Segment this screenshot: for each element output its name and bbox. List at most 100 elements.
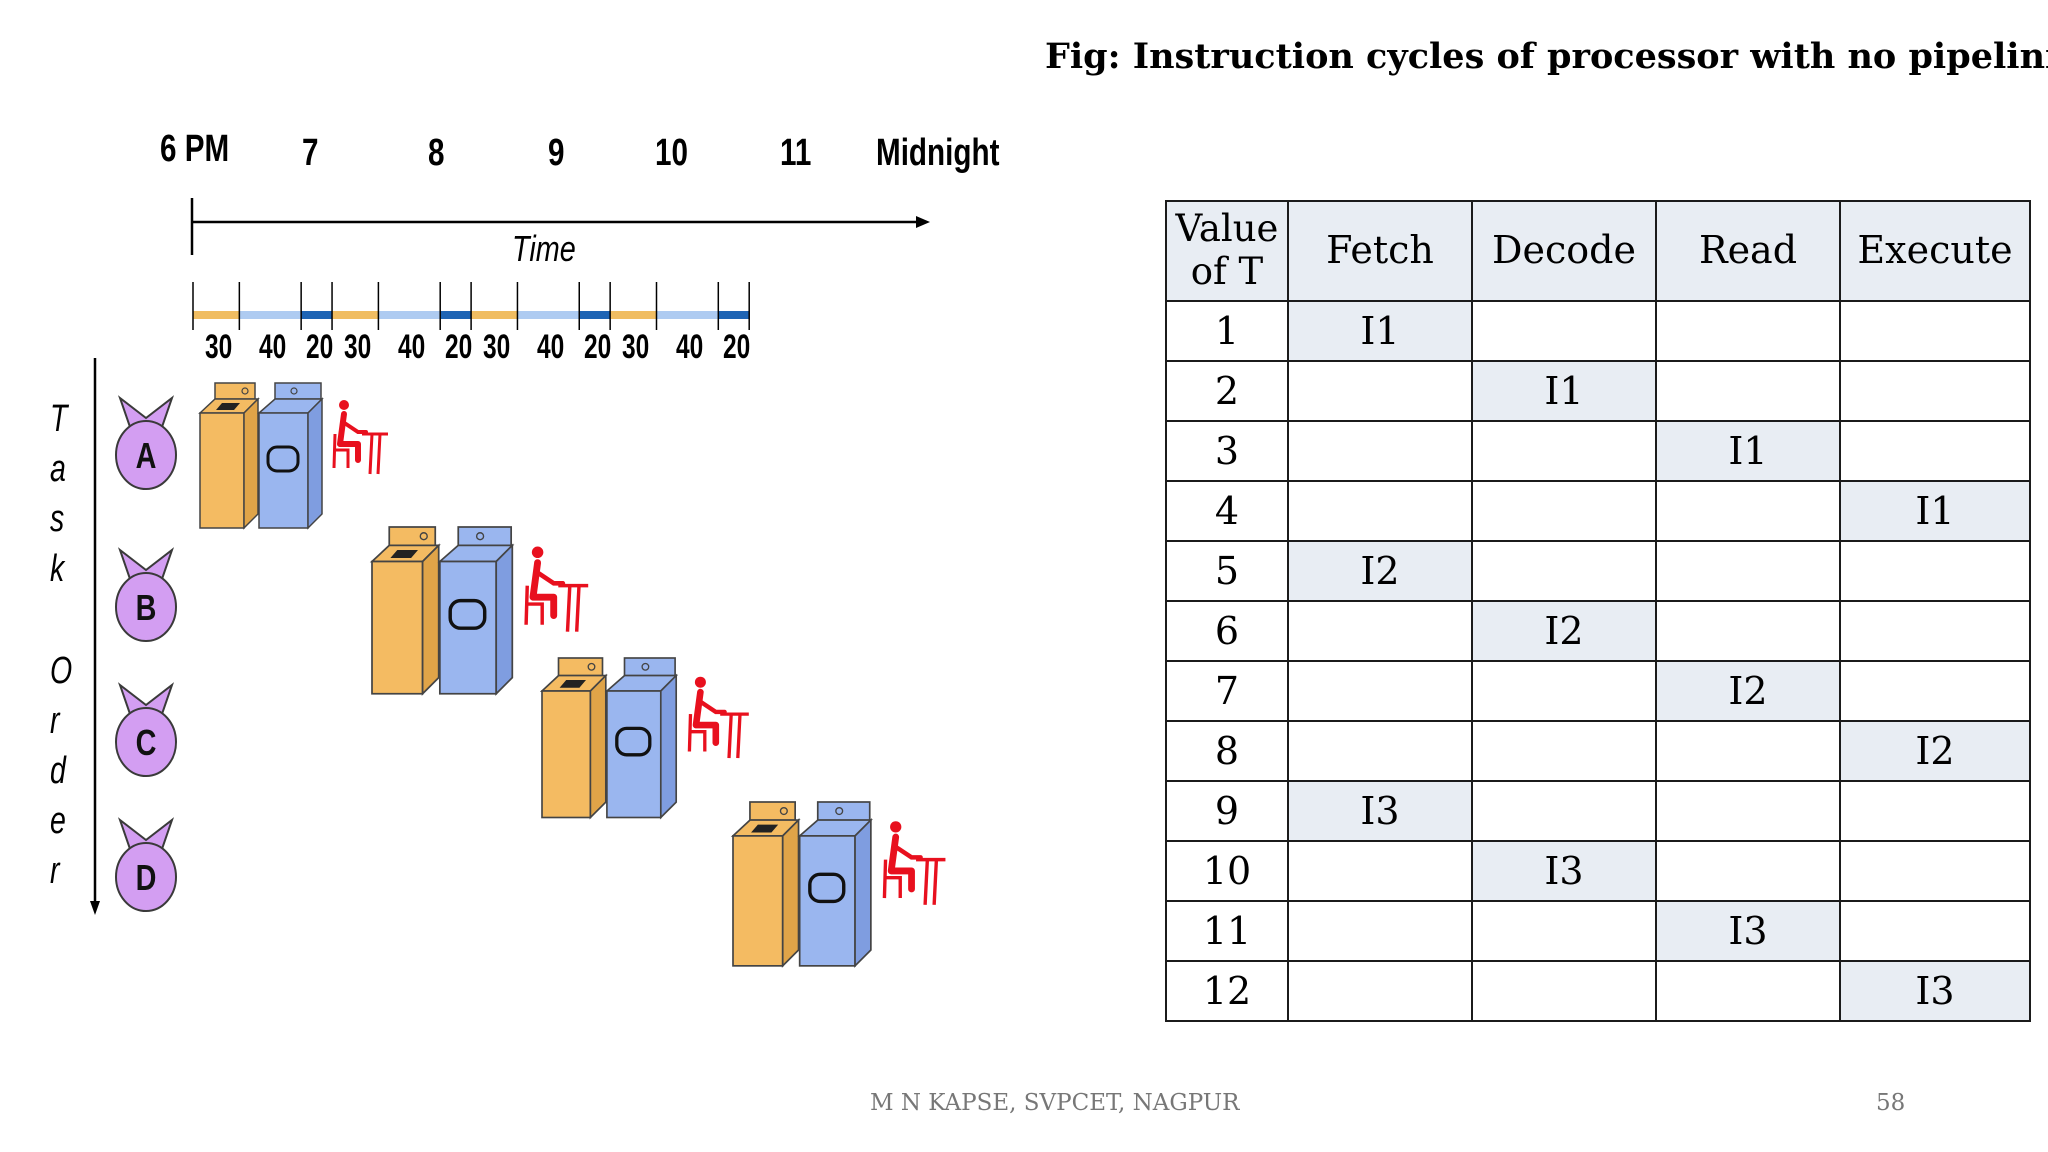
washer-top-panel — [557, 657, 604, 677]
dryer-side — [495, 543, 514, 696]
folder-chair — [882, 859, 902, 899]
task-order-letter: O — [50, 650, 73, 692]
folder-table — [362, 432, 388, 475]
stage-cell — [1839, 300, 2031, 362]
time-step-cell: 6 — [1165, 600, 1289, 662]
table-row: 11 I3 — [1165, 900, 2031, 962]
folder-body — [887, 833, 915, 893]
folder-head — [890, 821, 902, 833]
folder-head — [694, 676, 706, 688]
task-letter: C — [136, 722, 157, 763]
folder-chair — [524, 585, 544, 625]
stage-cell — [1471, 960, 1657, 1022]
time-step-cell: 12 — [1165, 960, 1289, 1022]
stage-cell — [1287, 420, 1473, 482]
washer-lid — [390, 550, 418, 559]
time-label: 6 PM — [160, 128, 230, 170]
folder-table — [916, 857, 946, 905]
stage-cell — [1839, 540, 2031, 602]
bag-knot — [117, 547, 175, 580]
duration-label: 40 — [259, 328, 287, 366]
task-letter: D — [136, 857, 157, 898]
stage-cell — [1287, 720, 1473, 782]
washer-top-panel — [749, 801, 796, 821]
task-order-axis-arrowhead — [90, 901, 100, 915]
folder-chair — [687, 714, 707, 752]
stage-bar — [193, 311, 240, 319]
bag-body — [115, 842, 177, 912]
stage-cell: I2 — [1287, 540, 1473, 602]
stage-cell: I3 — [1839, 960, 2031, 1022]
washer-side — [781, 818, 800, 968]
time-step-cell: 5 — [1165, 540, 1289, 602]
stage-cell — [1655, 360, 1841, 422]
stage-bar — [471, 311, 518, 319]
laundry-bag-icon: B — [115, 547, 177, 642]
stage-cell — [1471, 540, 1657, 602]
stage-cell — [1471, 900, 1657, 962]
task-order-letter: r — [50, 700, 60, 742]
stage-bar — [378, 311, 441, 319]
stage-cell — [1471, 720, 1657, 782]
stage-cell: I1 — [1839, 480, 2031, 542]
washer-knob — [587, 662, 596, 671]
dryer-front — [258, 412, 309, 529]
stage-cell — [1471, 480, 1657, 542]
washer-lid — [751, 824, 779, 833]
task-order-letter: s — [50, 498, 65, 540]
folder-arm — [892, 843, 923, 860]
stage-cell — [1287, 960, 1473, 1022]
stage-cell — [1287, 660, 1473, 722]
duration-label: 30 — [205, 328, 233, 366]
stage-cell — [1471, 780, 1657, 842]
stage-cell — [1839, 420, 2031, 482]
stage-bar — [301, 311, 333, 319]
time-label: 7 — [302, 132, 319, 174]
stage-cell: I1 — [1471, 360, 1657, 422]
stage-bar — [718, 311, 750, 319]
folder-table — [720, 712, 749, 759]
time-step-cell: 11 — [1165, 900, 1289, 962]
table-header-decode: Decode — [1471, 200, 1657, 302]
dryer-side — [659, 673, 678, 820]
folder-chair — [332, 433, 350, 469]
stage-cell: I3 — [1287, 780, 1473, 842]
dryer-door — [808, 872, 846, 904]
task-order-letter: r — [50, 850, 60, 892]
bag-body — [115, 420, 177, 490]
duration-label: 20 — [444, 328, 472, 366]
stage-cell — [1655, 480, 1841, 542]
washer-top-panel — [388, 526, 437, 547]
bag-knot — [117, 817, 175, 850]
laundry-machine-set — [539, 657, 749, 820]
time-axis-arrowhead — [916, 216, 930, 228]
duration-label: 30 — [344, 328, 372, 366]
washer-front — [199, 412, 245, 529]
folder-person-icon — [687, 676, 749, 759]
dryer-top-panel — [457, 526, 513, 547]
stage-cell — [1471, 660, 1657, 722]
task-order-letter: e — [50, 800, 66, 842]
bag-knot — [117, 682, 175, 715]
stage-cell: I3 — [1655, 900, 1841, 962]
time-axis-caption: Time — [512, 228, 576, 269]
stage-cell — [1655, 840, 1841, 902]
time-step-cell: 7 — [1165, 660, 1289, 722]
folder-body — [529, 559, 558, 619]
duration-label: 40 — [676, 328, 704, 366]
laundry-machine-set — [369, 526, 589, 696]
dryer-side — [307, 397, 323, 530]
stage-bar — [579, 311, 611, 319]
table-header-fetch: Fetch — [1287, 200, 1473, 302]
folder-body — [337, 411, 361, 463]
dryer-door — [615, 726, 652, 757]
washer-side — [589, 673, 607, 820]
